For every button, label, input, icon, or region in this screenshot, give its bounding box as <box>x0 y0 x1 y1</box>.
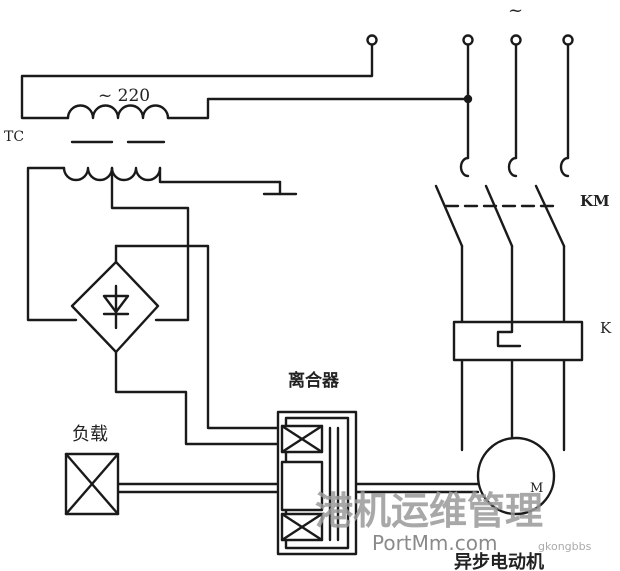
clutch-label: 离合器 <box>288 370 340 391</box>
watermark-title: 港机运维管理 <box>315 489 543 533</box>
transformer-primary-coil <box>66 104 170 120</box>
ground-wire <box>158 166 282 184</box>
clutch-plate <box>280 460 324 512</box>
relay-k-box <box>452 320 584 362</box>
watermark-small: gkongbbs <box>538 540 592 553</box>
relay-label: K <box>600 319 612 337</box>
relay-k-contact <box>496 320 522 348</box>
transformer-label: TC <box>4 129 24 145</box>
fuse-3 <box>559 156 570 178</box>
clutch-coil-bottom-x2 <box>280 512 324 542</box>
dc-wire-top <box>114 244 282 430</box>
fuse-1 <box>459 156 470 178</box>
load-label: 负载 <box>72 424 108 445</box>
terminal-l3 <box>562 34 574 46</box>
motor-letter: M <box>530 481 543 496</box>
terminal-l2 <box>510 34 522 46</box>
watermark-url: PortMm.com <box>372 531 497 555</box>
primary-wire-right <box>166 97 470 120</box>
terminal-l1 <box>462 34 474 46</box>
load-x2 <box>64 452 120 516</box>
clutch-coil-top-x2 <box>280 424 324 454</box>
km-contact-3 <box>534 184 566 248</box>
km-contact-1 <box>434 184 464 248</box>
motor-circle <box>476 436 556 516</box>
fuse-2 <box>507 156 518 178</box>
primary-wire-left <box>20 43 374 120</box>
ac-symbol: ~ <box>508 0 523 21</box>
km-contact-2 <box>484 184 514 248</box>
terminal-neutral <box>366 34 378 46</box>
secondary-wire-center <box>110 166 190 322</box>
motor-label: 异步电动机 <box>454 551 544 571</box>
secondary-wire-left <box>26 166 78 322</box>
voltage-label: ~ 220 <box>98 86 150 106</box>
dc-wire-bottom <box>114 350 282 446</box>
contactor-label: KM <box>580 192 610 210</box>
